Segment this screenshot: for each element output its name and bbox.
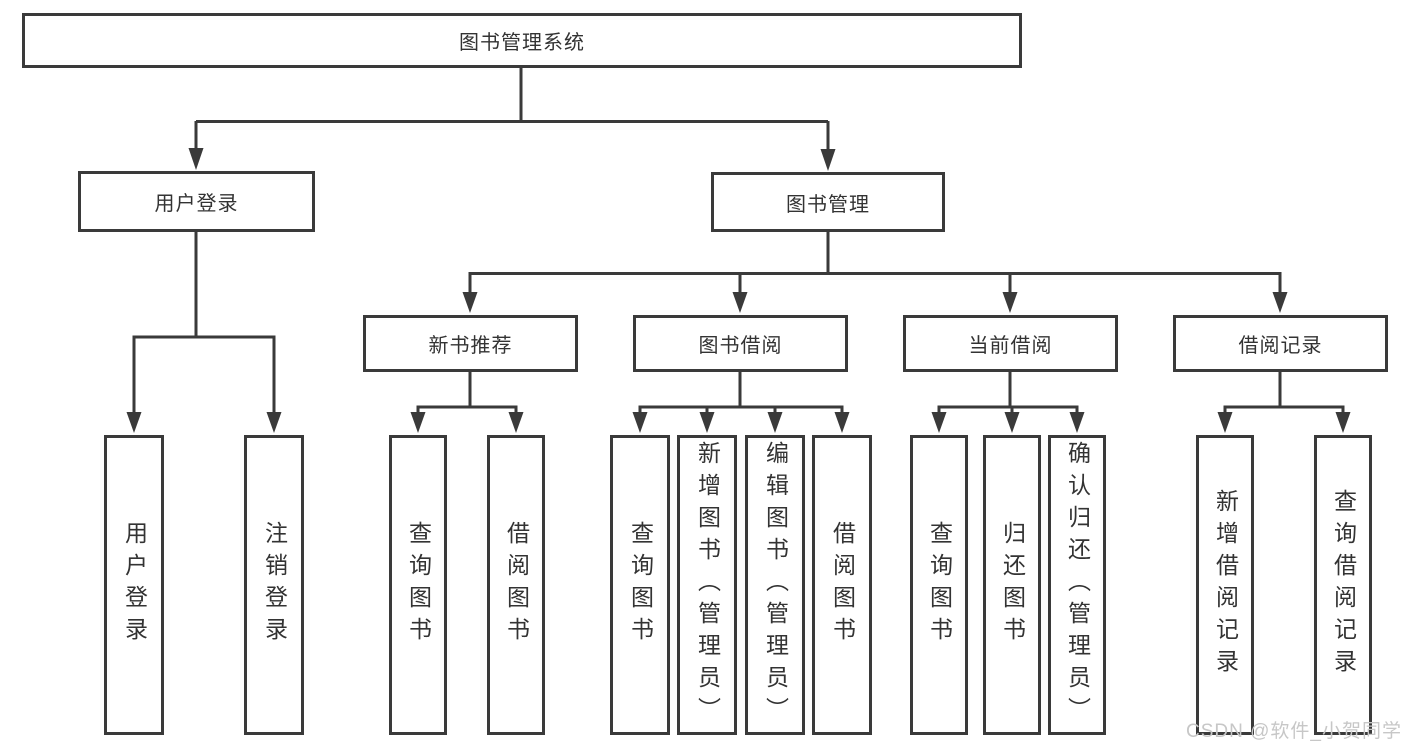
node-label: 借阅记录 — [1238, 335, 1323, 357]
node-label: 查询借阅记录 — [1330, 489, 1357, 681]
node-label: 新书推荐 — [428, 335, 513, 357]
node-confirm-return-admin: 确认归还（管理员） — [1048, 435, 1106, 735]
csdn-watermark: CSDN @软件_小贺同学 — [1186, 721, 1402, 742]
node-label: 图书管理系统 — [459, 32, 585, 54]
node-book-management-branch: 图书管理 — [711, 172, 945, 232]
connector-new-book-to-leaves — [410, 372, 524, 433]
node-label: 当前借阅 — [968, 335, 1053, 357]
node-borrowing-records: 借阅记录 — [1173, 315, 1388, 372]
node-add-borrow-record: 新增借阅记录 — [1196, 435, 1254, 735]
node-borrow-books-leaf: 借阅图书 — [812, 435, 872, 735]
node-return-book: 归还图书 — [983, 435, 1041, 735]
node-label: 借阅图书 — [829, 521, 856, 649]
node-user-login-leaf: 用户登录 — [104, 435, 164, 735]
node-label: 新增图书（管理员） — [694, 441, 721, 729]
node-query-borrow-record: 查询借阅记录 — [1314, 435, 1372, 735]
node-label: 查询图书 — [405, 521, 432, 649]
connector-borrow-record-to-leaves — [1217, 372, 1351, 433]
node-logout-leaf: 注销登录 — [244, 435, 304, 735]
connector-book-mgmt-to-level3 — [462, 232, 1288, 313]
connector-user-login-to-leaves — [126, 232, 282, 433]
node-label: 用户登录 — [154, 193, 239, 215]
node-borrow-books-recommend: 借阅图书 — [487, 435, 545, 735]
node-book-borrowing: 图书借阅 — [633, 315, 848, 372]
node-current-borrowing: 当前借阅 — [903, 315, 1118, 372]
connector-root-to-level2 — [188, 68, 836, 171]
node-label: 注销登录 — [261, 521, 288, 649]
node-label: 图书借阅 — [698, 335, 783, 357]
node-query-books-current: 查询图书 — [910, 435, 968, 735]
node-query-books-recommend: 查询图书 — [389, 435, 447, 735]
node-new-book-recommend: 新书推荐 — [363, 315, 578, 372]
node-user-login-branch: 用户登录 — [78, 171, 315, 232]
node-add-book-admin: 新增图书（管理员） — [677, 435, 737, 735]
node-edit-book-admin: 编辑图书（管理员） — [745, 435, 805, 735]
node-label: 图书管理 — [786, 193, 870, 216]
node-library-management-system: 图书管理系统 — [22, 13, 1022, 68]
node-label: 归还图书 — [999, 521, 1026, 649]
connector-current-borrow-to-leaves — [931, 372, 1085, 433]
node-label: 用户登录 — [121, 521, 148, 649]
node-label: 新增借阅记录 — [1212, 489, 1239, 681]
node-query-books-borrow: 查询图书 — [610, 435, 670, 735]
node-label: 确认归还（管理员） — [1064, 441, 1091, 729]
connector-book-borrow-to-leaves — [632, 372, 850, 433]
node-label: 查询图书 — [926, 521, 953, 649]
node-label: 借阅图书 — [503, 521, 530, 649]
node-label: 编辑图书（管理员） — [762, 441, 789, 729]
node-label: 查询图书 — [627, 521, 654, 649]
